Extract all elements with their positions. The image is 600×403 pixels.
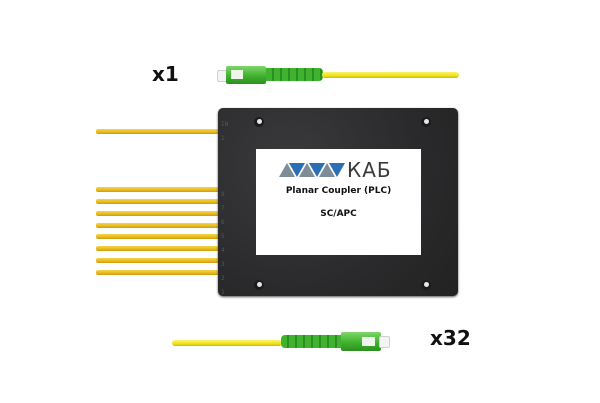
mounting-hole-icon [254, 117, 264, 127]
mounting-hole-icon [421, 280, 431, 290]
mounting-hole-icon [421, 117, 431, 127]
output-fiber [96, 246, 220, 251]
brand-name: КАБ [347, 158, 392, 182]
output-fiber [96, 258, 220, 263]
output-fiber [96, 211, 220, 216]
connector-type: SC/APC [320, 209, 357, 219]
connector-boot [281, 335, 341, 348]
top-yellow-cable [322, 72, 459, 78]
connector-boot [266, 68, 323, 81]
input-quantity-label: x1 [152, 62, 179, 86]
mounting-hole-icon [254, 280, 264, 290]
output-quantity-label: x32 [430, 326, 471, 350]
output-fiber [96, 270, 220, 275]
input-fiber [96, 129, 220, 134]
output-fiber [96, 223, 220, 228]
connector-ferrule [379, 336, 390, 348]
module-label: КАБ Planar Coupler (PLC) SC/APC [256, 149, 421, 255]
output-fiber [96, 234, 220, 239]
product-title: Planar Coupler (PLC) [285, 186, 392, 196]
kab-logo-icon [279, 163, 345, 177]
connector-housing [341, 332, 381, 351]
output-fiber [96, 187, 220, 192]
connector-latch [231, 70, 243, 79]
kab-logo: КАБ [279, 158, 399, 182]
connector-latch [362, 337, 375, 346]
output-fiber [96, 199, 220, 204]
bottom-yellow-cable [172, 340, 282, 346]
